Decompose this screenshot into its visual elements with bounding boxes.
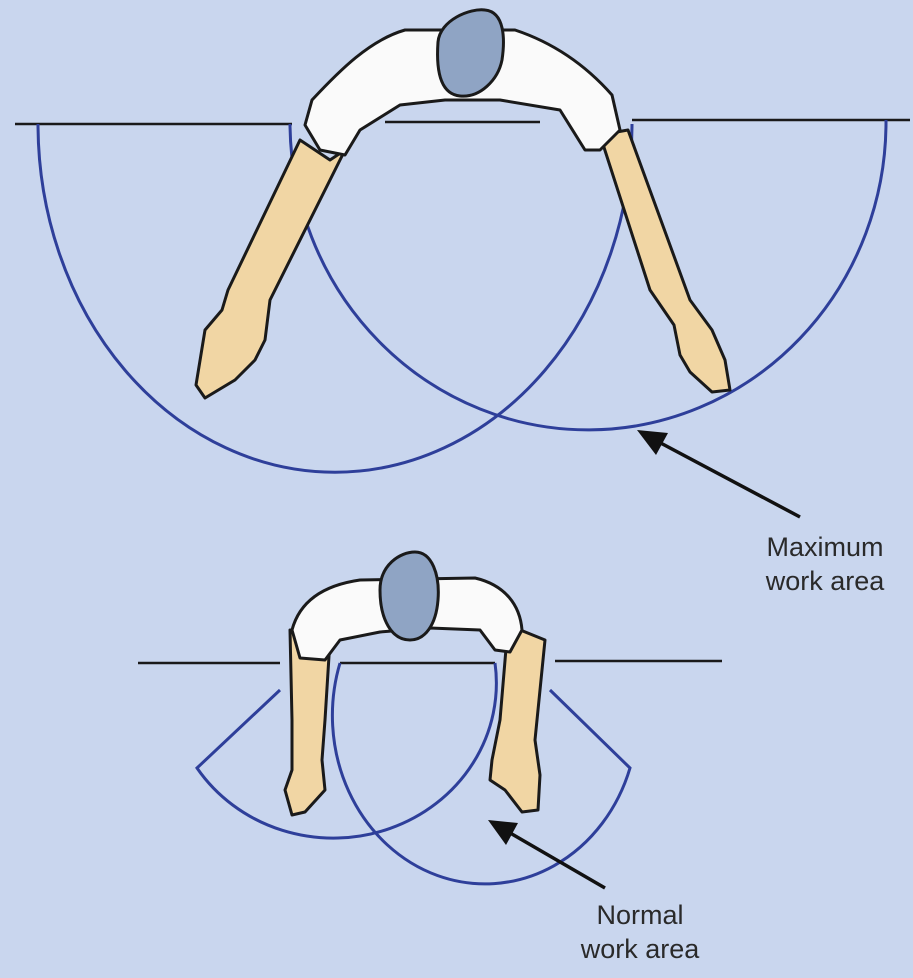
- normal-work-area-label: Normal work area: [555, 898, 725, 966]
- normal-pointer-arrow: [488, 820, 605, 888]
- left-arm: [196, 140, 345, 398]
- maximum-arc-right: [290, 120, 886, 430]
- maximum-work-area-label: Maximum work area: [740, 530, 910, 598]
- maximum-label-line2: work area: [740, 564, 910, 598]
- normal-work-area-figure: [138, 552, 722, 884]
- maximum-work-area-figure: [15, 10, 910, 472]
- normal-right-arm: [490, 625, 545, 812]
- normal-head: [380, 552, 438, 640]
- right-arm: [600, 130, 730, 392]
- normal-arc-right: [332, 663, 630, 884]
- normal-label-line1: Normal: [555, 898, 725, 932]
- maximum-label-line1: Maximum: [740, 530, 910, 564]
- normal-label-line2: work area: [555, 932, 725, 966]
- normal-arc-left: [197, 663, 496, 838]
- maximum-arc-left: [38, 124, 632, 472]
- maximum-pointer-arrow: [637, 430, 800, 517]
